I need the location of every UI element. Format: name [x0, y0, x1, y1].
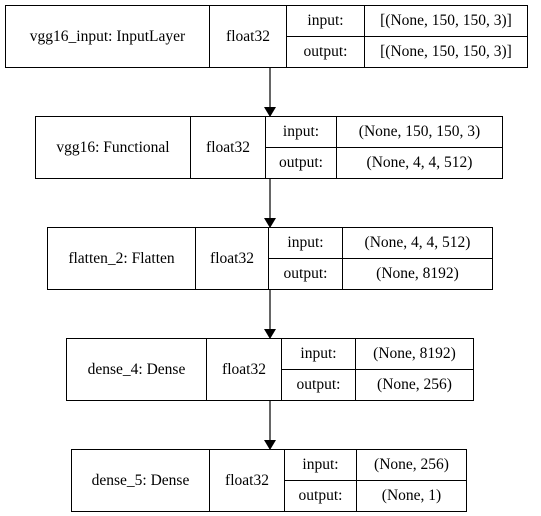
layer-node-vgg16: vgg16: Functional float32 input: output:… [35, 116, 503, 179]
output-label: output: [266, 147, 336, 178]
input-label: input: [307, 12, 344, 29]
output-label: output: [287, 36, 364, 67]
output-shape: (None, 8192) [343, 258, 492, 289]
layer-name: dense_5: Dense [91, 471, 190, 489]
layer-name: vgg16: Functional [56, 138, 170, 156]
input-shape: [(None, 150, 150, 3)] [380, 12, 512, 29]
layer-node-vgg16-input: vgg16_input: InputLayer float32 input: o… [5, 5, 528, 68]
layer-dtype: float32 [190, 117, 265, 178]
input-label: input: [302, 456, 339, 473]
input-label: input: [300, 345, 337, 362]
layer-node-dense-4: dense_4: Dense float32 input: output: (N… [66, 338, 474, 401]
layer-dtype: float32 [195, 228, 268, 289]
layer-dtype: float32 [209, 450, 284, 511]
input-label: input: [287, 234, 324, 251]
output-shape: (None, 1) [357, 480, 466, 511]
layer-dtype: float32 [206, 339, 281, 400]
output-label: output: [269, 258, 342, 289]
layer-name: dense_4: Dense [87, 360, 186, 378]
input-label: input: [282, 123, 320, 140]
layer-name: flatten_2: Flatten [68, 249, 175, 267]
layer-name: vgg16_input: InputLayer [29, 27, 186, 45]
layer-dtype: float32 [209, 6, 286, 67]
output-shape: (None, 256) [356, 369, 473, 400]
input-shape: (None, 8192) [373, 345, 456, 362]
output-label: output: [285, 480, 356, 511]
output-label: output: [282, 369, 355, 400]
input-shape: (None, 256) [374, 456, 449, 473]
layer-node-flatten-2: flatten_2: Flatten float32 input: output… [47, 227, 493, 290]
output-shape: [(None, 150, 150, 3)] [365, 36, 527, 67]
input-shape: (None, 150, 150, 3) [358, 123, 481, 140]
input-shape: (None, 4, 4, 512) [364, 234, 471, 251]
layer-node-dense-5: dense_5: Dense float32 input: output: (N… [71, 449, 467, 512]
output-shape: (None, 4, 4, 512) [337, 147, 502, 178]
